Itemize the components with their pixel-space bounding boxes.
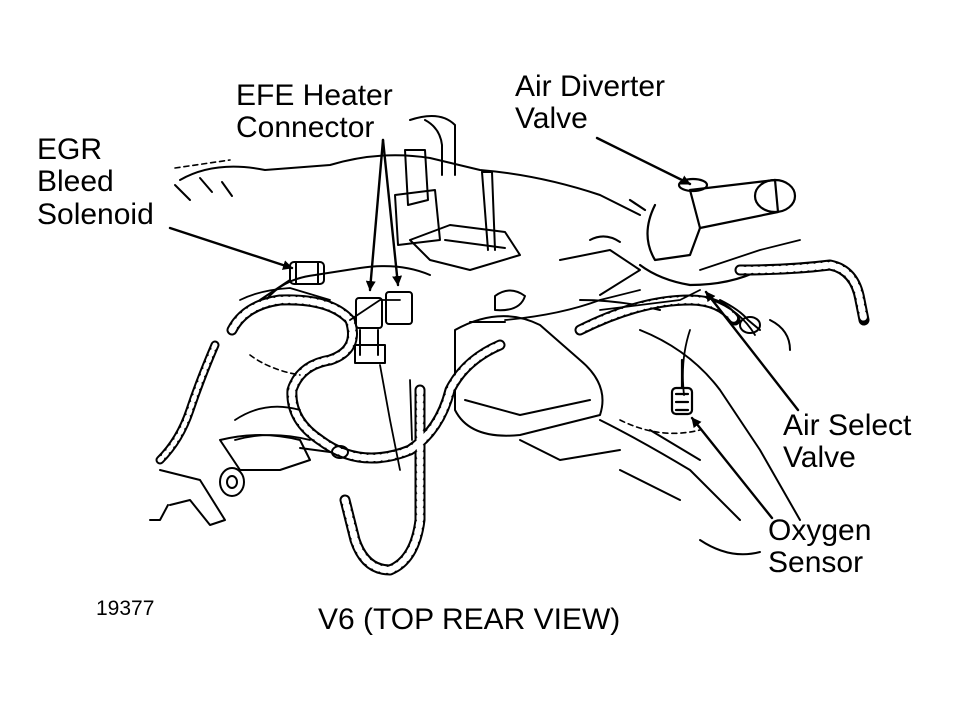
upper-pipe [394,115,456,246]
oxygen-sensor-label: Oxygen Sensor [768,514,872,580]
egr-bleed-solenoid-label: EGR Bleed Solenoid [37,133,154,231]
air-select-callout-arrow [704,290,800,412]
air-diverter-valve-label: Air Diverter Valve [515,70,666,136]
throttle-body [469,171,526,323]
figure-number: 19377 [96,597,155,620]
engine-block-outline [174,154,801,556]
air-diverter-valve-body [628,177,797,287]
detail-dashes [174,159,701,435]
harness-conduit-inner [228,261,868,574]
efe-callout-arrow-right [381,138,403,287]
oxygen-callout-arrow [690,416,774,520]
callout-arrows [168,136,800,520]
lower-left-bracket [149,434,349,526]
thin-wires [234,239,801,471]
view-title: V6 (TOP REAR VIEW) [318,603,621,636]
egr-bleed-solenoid [259,261,325,301]
oxygen-sensor-body [670,358,694,416]
efe-callout-arrow-left [365,138,385,292]
air-diverter-callout-arrow [595,136,692,186]
air-select-valve-body [719,299,791,351]
efe-heater-connectors [354,291,413,364]
egr-callout-arrow [168,226,294,270]
air-select-valve-label: Air Select Valve [783,409,912,475]
efe-heater-connector-label: EFE Heater Connector [236,79,393,145]
